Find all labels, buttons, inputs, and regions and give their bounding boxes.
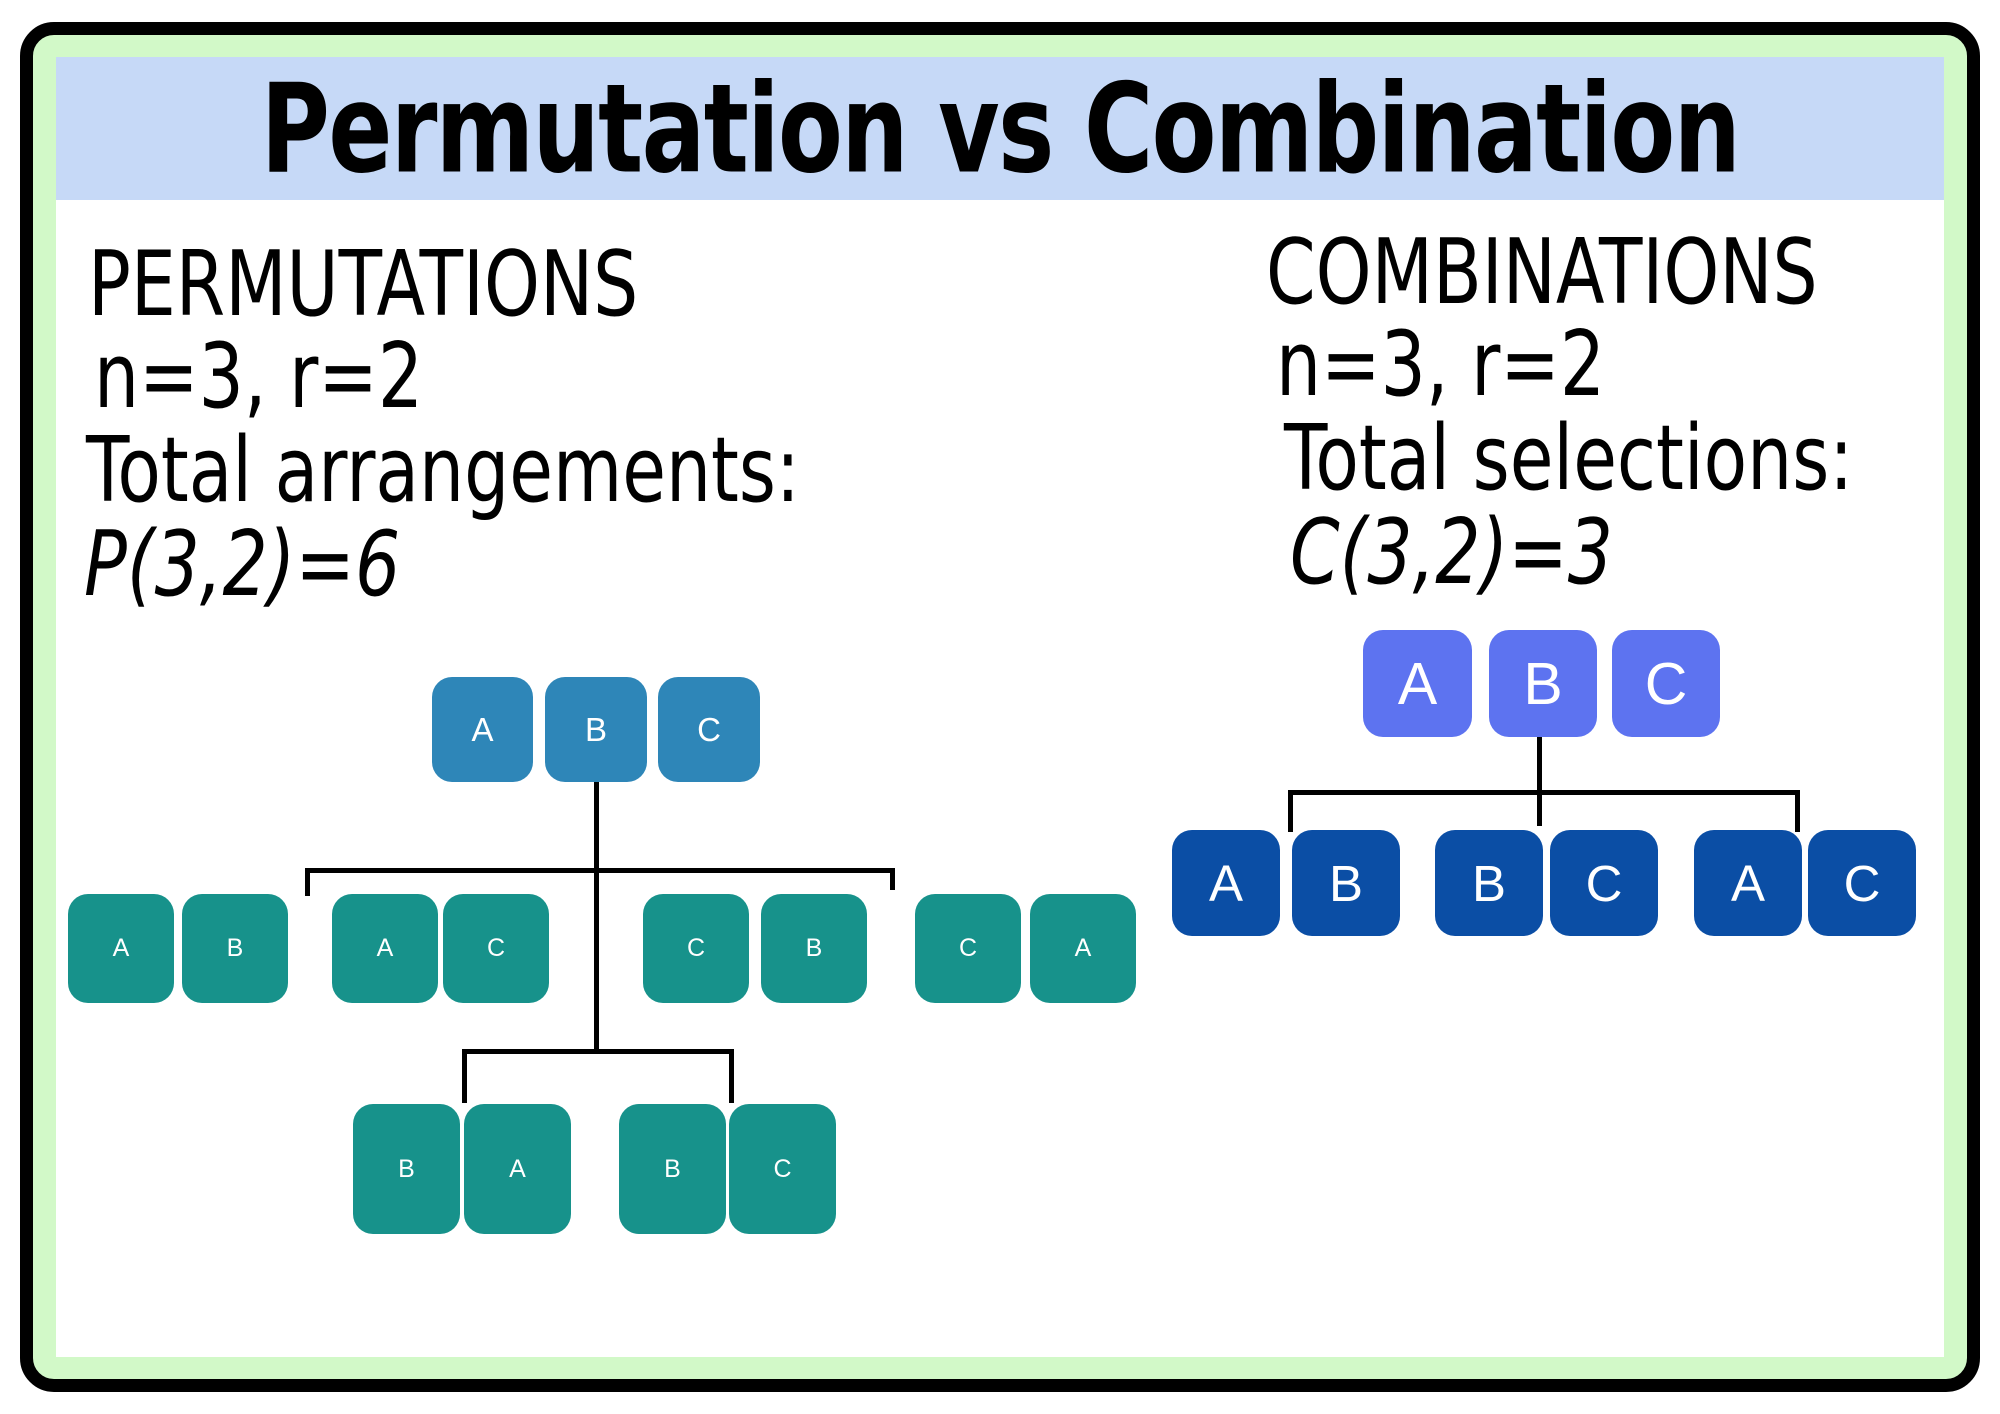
- card-letter: B: [1328, 854, 1364, 912]
- permutation-result-card: A: [68, 894, 174, 1003]
- title-banner: Permutation vs Combination: [56, 57, 1944, 200]
- card-letter: C: [1843, 854, 1881, 912]
- permutations-parameters: n=3, r=2: [94, 324, 424, 429]
- permutation-result-card: B: [761, 894, 867, 1003]
- combinations-parameters: n=3, r=2: [1276, 312, 1606, 417]
- permutation-result-card: C: [643, 894, 749, 1003]
- card-letter: C: [1644, 650, 1688, 717]
- card-letter: B: [1471, 854, 1507, 912]
- card-letter: B: [805, 934, 823, 962]
- card-letter: B: [584, 710, 607, 748]
- permutation-result-card: A: [332, 894, 438, 1003]
- card-letter: C: [958, 934, 978, 962]
- permutation-result-card: A: [1030, 894, 1136, 1003]
- combinations-formula: C(3,2)=3: [1290, 500, 1614, 605]
- card-letter: C: [686, 934, 706, 962]
- permutation-result-card: B: [619, 1104, 726, 1234]
- card-letter: B: [226, 934, 244, 962]
- card-letter: A: [509, 1154, 526, 1183]
- connector-line: [305, 868, 895, 873]
- connector-line: [462, 1049, 467, 1103]
- combinations-total-label: Total selections:: [1284, 406, 1854, 511]
- card-letter: B: [664, 1154, 681, 1183]
- permutation-result-card: B: [353, 1104, 460, 1234]
- connector-line: [1288, 790, 1293, 832]
- permutations-heading: PERMUTATIONS: [88, 232, 639, 337]
- card-letter: C: [1585, 854, 1623, 912]
- card-letter: A: [1397, 650, 1438, 717]
- connector-line: [305, 868, 310, 896]
- card-letter: C: [486, 934, 506, 962]
- combination-root-card: B: [1489, 630, 1597, 737]
- connector-line: [1288, 790, 1800, 795]
- connector-line: [1537, 737, 1542, 826]
- combination-result-card: A: [1172, 830, 1280, 936]
- combination-result-card: B: [1435, 830, 1543, 936]
- card-letter: A: [1730, 854, 1766, 912]
- connector-line: [1795, 790, 1800, 832]
- card-letter: A: [1074, 934, 1092, 962]
- combination-result-card: A: [1694, 830, 1802, 936]
- permutation-result-card: C: [915, 894, 1021, 1003]
- permutation-root-card: A: [432, 677, 533, 782]
- card-letter: A: [376, 934, 394, 962]
- card-letter: C: [773, 1154, 792, 1183]
- card-letter: A: [471, 710, 494, 748]
- card-letter: A: [112, 934, 130, 962]
- permutation-root-card: C: [658, 677, 760, 782]
- permutation-result-card: A: [464, 1104, 571, 1234]
- card-letter: C: [697, 710, 721, 748]
- permutation-result-card: C: [729, 1104, 836, 1234]
- page-title: Permutation vs Combination: [260, 56, 1741, 201]
- permutation-root-card: B: [545, 677, 647, 782]
- permutations-formula: P(3,2)=6: [84, 512, 401, 617]
- connector-line: [594, 782, 599, 1053]
- permutation-result-card: C: [443, 894, 549, 1003]
- card-letter: B: [398, 1154, 415, 1183]
- combination-result-card: C: [1808, 830, 1916, 936]
- permutation-result-card: B: [182, 894, 288, 1003]
- connector-line: [729, 1049, 734, 1103]
- combination-root-card: A: [1363, 630, 1472, 737]
- connector-line: [462, 1049, 734, 1054]
- combination-result-card: B: [1292, 830, 1400, 936]
- combinations-heading: COMBINATIONS: [1266, 220, 1818, 325]
- card-letter: B: [1523, 650, 1563, 717]
- card-letter: A: [1208, 854, 1244, 912]
- permutations-total-label: Total arrangements:: [86, 418, 800, 523]
- connector-line: [890, 868, 895, 890]
- combination-root-card: C: [1612, 630, 1720, 737]
- combination-result-card: C: [1550, 830, 1658, 936]
